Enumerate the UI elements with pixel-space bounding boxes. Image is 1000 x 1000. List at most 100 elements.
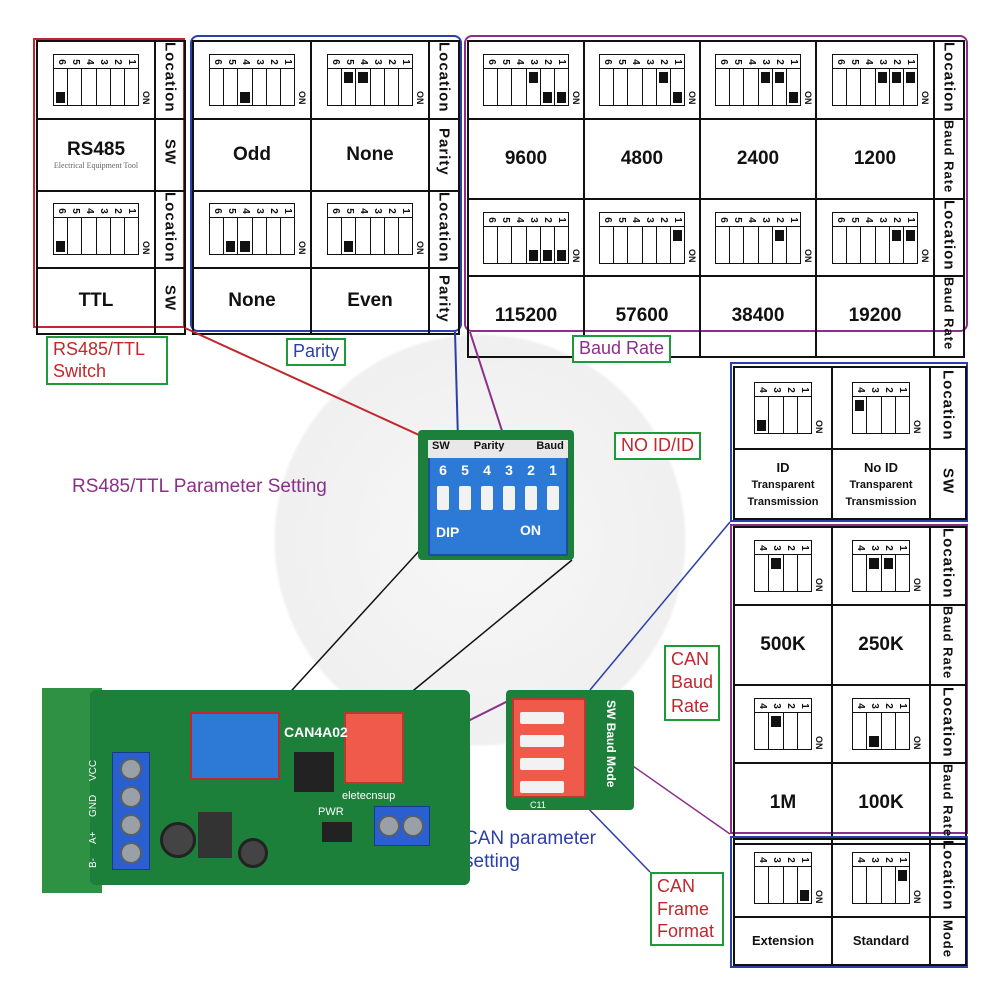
dip-lever: [528, 71, 538, 83]
dip-lever: [891, 71, 901, 83]
dip-cell: [356, 68, 371, 105]
pin-gnd: GND: [88, 795, 99, 818]
blue-knob[interactable]: [459, 486, 471, 510]
baud-9600: 9600: [504, 147, 548, 169]
frame-standard: Standard: [852, 933, 910, 949]
dip-cell: [716, 226, 731, 263]
ttl-value: TTL: [78, 290, 114, 311]
location-header: Location: [940, 42, 958, 113]
dip-lever: [672, 229, 683, 241]
dip-cells: [484, 67, 568, 105]
dip-lever: [556, 249, 567, 261]
dip-cell: [744, 68, 759, 105]
dip-cell: [385, 68, 399, 105]
baud-19200: 19200: [848, 305, 902, 327]
line-can-to-frame: [579, 799, 651, 873]
dip-cell: [498, 68, 513, 105]
dip-cells: [755, 866, 811, 903]
dip-lever: [56, 241, 66, 253]
baud-header: Baud Rate: [940, 764, 956, 838]
screw: [120, 786, 142, 808]
blue-knob[interactable]: [437, 486, 449, 510]
blue-dip-sw: SW: [432, 440, 450, 452]
dip-cell: [600, 226, 615, 263]
dip-cell: [769, 555, 784, 591]
dip-cell: [730, 226, 745, 263]
frame-group: [730, 836, 968, 968]
dip-on-label: ON: [912, 577, 922, 592]
dip-cell: [328, 218, 343, 255]
can-baud-500k: 500K: [760, 634, 806, 656]
red-knob[interactable]: [520, 712, 564, 724]
dip-cell: [600, 68, 615, 105]
dip-cell: [628, 226, 643, 263]
red-knob[interactable]: [520, 735, 564, 747]
dip-cells: [210, 67, 294, 105]
sw-header: SW: [939, 468, 957, 495]
dip-lever: [869, 736, 879, 748]
dip-cell: [512, 226, 527, 263]
parity-none-top: None: [346, 143, 394, 165]
dip-lever: [542, 249, 552, 261]
can-baud-100k: 100K: [858, 792, 904, 814]
dip-cell: [773, 68, 787, 105]
dip-cell: [833, 226, 848, 263]
baud-header: Baud Rate: [941, 277, 957, 351]
parity-header: Parity: [435, 128, 453, 176]
blue-dip-parity: Parity: [473, 440, 505, 452]
dip-cell: [267, 68, 281, 105]
sw-header: SW: [161, 138, 179, 166]
dip-on-label: ON: [920, 91, 930, 105]
baud-rate-label: Baud Rate: [572, 335, 672, 363]
blue-knob[interactable]: [547, 486, 559, 510]
pcb-board: [90, 690, 470, 885]
red-knob[interactable]: [520, 758, 564, 770]
dip-cell: [755, 397, 770, 433]
frame-extension: Extension: [751, 933, 815, 949]
line-switch-to-board: [271, 549, 421, 713]
dip-cell: [342, 68, 357, 105]
parity-even: Even: [347, 290, 393, 311]
dip-cell: [798, 867, 811, 903]
dip-on-label: ON: [141, 91, 151, 105]
blue-knob[interactable]: [481, 486, 493, 510]
parity-label: Parity: [286, 338, 347, 366]
blue-knob[interactable]: [503, 486, 515, 510]
dip-cell: [904, 69, 917, 105]
chip-small: [322, 822, 352, 842]
dip-cell: [614, 226, 629, 263]
dip-cell: [54, 218, 69, 255]
dip-lever: [883, 558, 893, 569]
capacitor: [238, 838, 268, 868]
dip-cells: [755, 712, 811, 750]
dip-cell: [527, 226, 541, 263]
can-baud-1m: 1M: [769, 792, 797, 814]
terminal-pin-labels: B- A+ GND VCC: [88, 760, 99, 868]
dip-cell: [328, 68, 343, 105]
dip-cell: [853, 397, 868, 433]
dip-on-label: ON: [920, 249, 930, 263]
dip-cell: [111, 218, 125, 255]
dip-cell: [54, 68, 69, 105]
baud-1200: 1200: [853, 147, 897, 169]
board-red-dip: [344, 712, 404, 784]
dip-on-label: ON: [297, 240, 307, 255]
dip-lever: [877, 71, 887, 83]
red-knob[interactable]: [520, 781, 564, 793]
dip-cell: [657, 226, 671, 263]
blue-knob[interactable]: [525, 486, 537, 510]
screw: [120, 814, 142, 836]
sw-header: SW: [161, 285, 179, 312]
